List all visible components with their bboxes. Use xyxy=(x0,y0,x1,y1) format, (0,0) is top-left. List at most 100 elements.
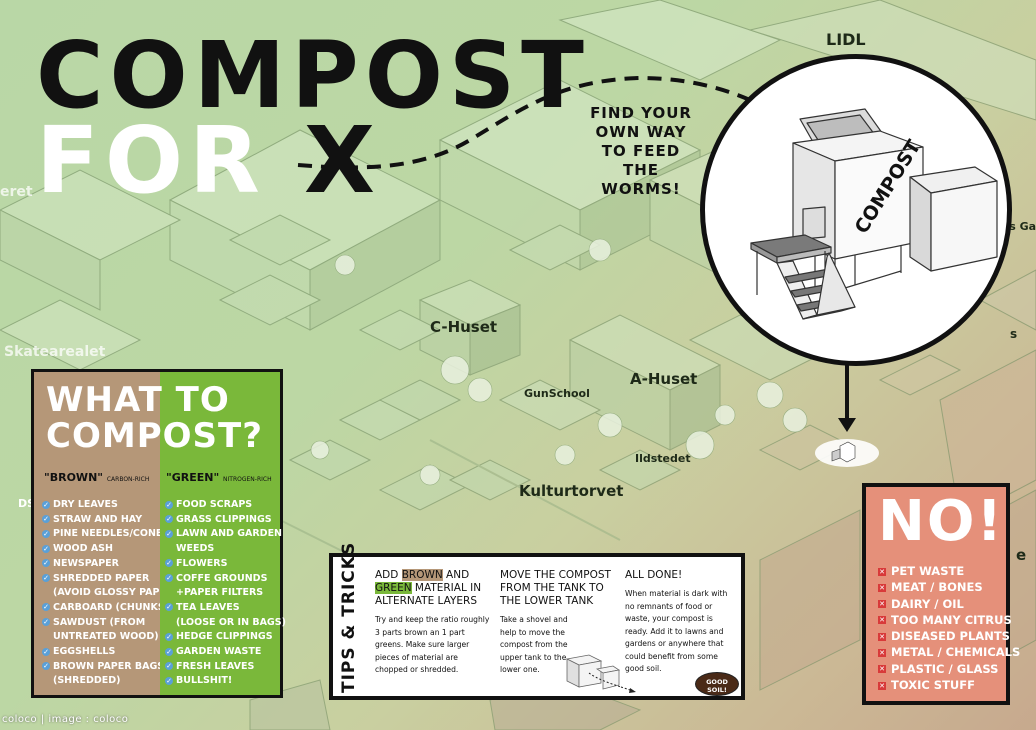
title-what: WHAT xyxy=(46,380,163,420)
cross-icon: ✕ xyxy=(878,648,886,657)
cross-icon: ✕ xyxy=(878,583,886,592)
title-compost: COMPOST xyxy=(36,22,590,129)
list-item: ✕DISEASED PLANTS xyxy=(878,629,1010,644)
list-item: ✓CARBOARD (CHUNKS) xyxy=(42,601,170,613)
mini-bin-icon xyxy=(565,654,636,693)
list-item: ✓COFFE GROUNDS xyxy=(165,572,268,584)
title-for-x: FOR X xyxy=(36,115,381,207)
no-list: ✕PET WASTE ✕MEAT / BONES ✕DAIRY / OIL ✕T… xyxy=(878,563,1020,693)
label-right-ts: ts Ga xyxy=(1004,220,1036,233)
no-title: NO! xyxy=(878,489,1005,554)
list-item: ✕PET WASTE xyxy=(878,564,965,578)
check-icon: ✓ xyxy=(42,544,50,553)
green-list: ✓FOOD SCRAPS ✓GRASS CLIPPINGS ✓LAWN AND … xyxy=(165,498,286,689)
title-compost-q: COMPOST? xyxy=(46,416,263,456)
tip-move-body: Take a shovel and help to move the compo… xyxy=(500,615,568,674)
list-item: ✓BROWN PAPER BAGS xyxy=(42,660,165,672)
tip-done-body: When material is dark with no remnants o… xyxy=(625,589,728,673)
tip-layers-body: Try and keep the ratio roughly 3 parts b… xyxy=(375,615,490,674)
check-icon: ✓ xyxy=(165,515,173,524)
brown-list: ✓DRY LEAVES ✓STRAW AND HAY ✓PINE NEEDLES… xyxy=(42,498,178,689)
cross-icon: ✕ xyxy=(878,616,886,625)
tips-label: TIPS & TRICKS xyxy=(339,541,359,693)
tip-move: MOVE THE COMPOST FROM THE TANK TO THE LO… xyxy=(500,569,614,677)
check-icon: ✓ xyxy=(165,500,173,509)
check-icon: ✓ xyxy=(42,618,50,627)
list-item: ✓FRESH LEAVES xyxy=(165,660,255,672)
check-icon: ✓ xyxy=(165,529,173,538)
check-icon: ✓ xyxy=(165,632,173,641)
list-item: ✓NEWSPAPER xyxy=(42,557,119,569)
list-item: ✓DRY LEAVES xyxy=(42,499,118,510)
check-icon: ✓ xyxy=(42,515,50,524)
list-item: ✕DAIRY / OIL xyxy=(878,596,964,611)
tip-move-heading: MOVE THE COMPOST FROM THE TANK TO THE LO… xyxy=(500,569,611,607)
green-subheading: NITROGEN-RICH xyxy=(223,476,272,483)
check-icon: ✓ xyxy=(165,559,173,568)
list-item: ✓STRAW AND HAY xyxy=(42,513,143,525)
check-icon: ✓ xyxy=(165,603,173,612)
green-heading-text: "GREEN" xyxy=(166,471,220,484)
cross-icon: ✕ xyxy=(878,632,886,641)
cross-icon: ✕ xyxy=(878,681,886,690)
green-heading: "GREEN" NITROGEN-RICH xyxy=(166,471,272,484)
title-for: FOR xyxy=(36,107,266,214)
label-gunschool: GunSchool xyxy=(524,387,590,400)
list-item: ✓GARDEN WASTE xyxy=(165,646,262,658)
label-a-huset: A-Huset xyxy=(630,370,698,388)
list-item: ✓TEA LEAVES xyxy=(165,601,240,613)
label-lidl: LIDL xyxy=(826,30,866,49)
label-c-huset: C-Huset xyxy=(430,318,498,336)
check-icon: ✓ xyxy=(165,647,173,656)
tagline: FIND YOUR OWN WAY TO FEED THE WORMS! xyxy=(590,104,692,198)
list-item: ✓FOOD SCRAPS xyxy=(165,499,253,510)
check-icon: ✓ xyxy=(42,603,50,612)
brown-heading-text: "BROWN" xyxy=(44,471,104,484)
list-item: ✓HEDGE CLIPPINGS xyxy=(165,631,273,643)
good-soil-badge: GOOD SOIL! xyxy=(695,672,739,696)
check-icon: ✓ xyxy=(42,662,50,671)
title-x: X xyxy=(303,107,381,214)
brown-column: "BROWN" CARBON-RICH ✓DRY LEAVES ✓STRAW A… xyxy=(34,372,178,695)
list-item: ✓PINE NEEDLES/CONES xyxy=(42,528,170,540)
list-item: ✓SHREDDED PAPER xyxy=(42,572,150,584)
dashed-path-arrow xyxy=(297,75,792,170)
check-icon: ✓ xyxy=(42,574,50,583)
list-item: (LOOSE OR IN BAGS) xyxy=(176,616,286,628)
cross-icon: ✕ xyxy=(878,600,886,609)
compost-bin-circle: COMPOST xyxy=(700,54,1012,366)
check-icon: ✓ xyxy=(42,559,50,568)
compost-bin-illustration: COMPOST xyxy=(750,108,998,320)
list-item: (AVOID GLOSSY PAPER) xyxy=(53,587,178,599)
image-credit: coloco | image : coloco xyxy=(2,714,129,725)
label-ds: DS xyxy=(18,497,36,510)
label-ildstedet: Ildstedet xyxy=(635,452,691,465)
list-item: ✕TOXIC STUFF xyxy=(878,678,975,693)
what-to-compost-title: WHAT TO COMPOST? xyxy=(46,382,282,454)
list-item: +PAPER FILTERS xyxy=(176,587,264,599)
list-item: ✕METAL / CHEMICALS xyxy=(878,645,1021,660)
list-item: ✓GRASS CLIPPINGS xyxy=(165,513,272,525)
cross-icon: ✕ xyxy=(878,665,886,674)
cross-icon: ✕ xyxy=(878,567,886,576)
list-item: UNTREATED WOOD) xyxy=(53,631,159,643)
check-icon: ✓ xyxy=(42,647,50,656)
no-panel: NO! ✕PET WASTE ✕MEAT / BONES ✕DAIRY / OI… xyxy=(862,483,1020,705)
list-item: ✓BULLSHIT! xyxy=(165,675,233,687)
list-item: ✕TOO MANY CITRUS xyxy=(878,612,1012,627)
check-icon: ✓ xyxy=(165,662,173,671)
what-to-compost-panel: "BROWN" CARBON-RICH ✓DRY LEAVES ✓STRAW A… xyxy=(31,369,286,698)
list-item: ✓SAWDUST (FROM xyxy=(42,616,146,628)
list-item: (SHREDDED) xyxy=(53,675,121,687)
list-item: ✓EGGSHELLS xyxy=(42,646,116,658)
check-icon: ✓ xyxy=(165,676,173,685)
brown-subheading: CARBON-RICH xyxy=(106,476,150,483)
list-item: ✓LAWN AND GARDEN xyxy=(165,528,283,540)
title-to: TO xyxy=(175,380,230,420)
list-item: ✕MEAT / BONES xyxy=(878,580,983,595)
list-item: ✓WOOD ASH xyxy=(42,543,113,555)
brown-heading: "BROWN" CARBON-RICH xyxy=(44,471,149,484)
label-right-e: e xyxy=(1016,546,1027,564)
